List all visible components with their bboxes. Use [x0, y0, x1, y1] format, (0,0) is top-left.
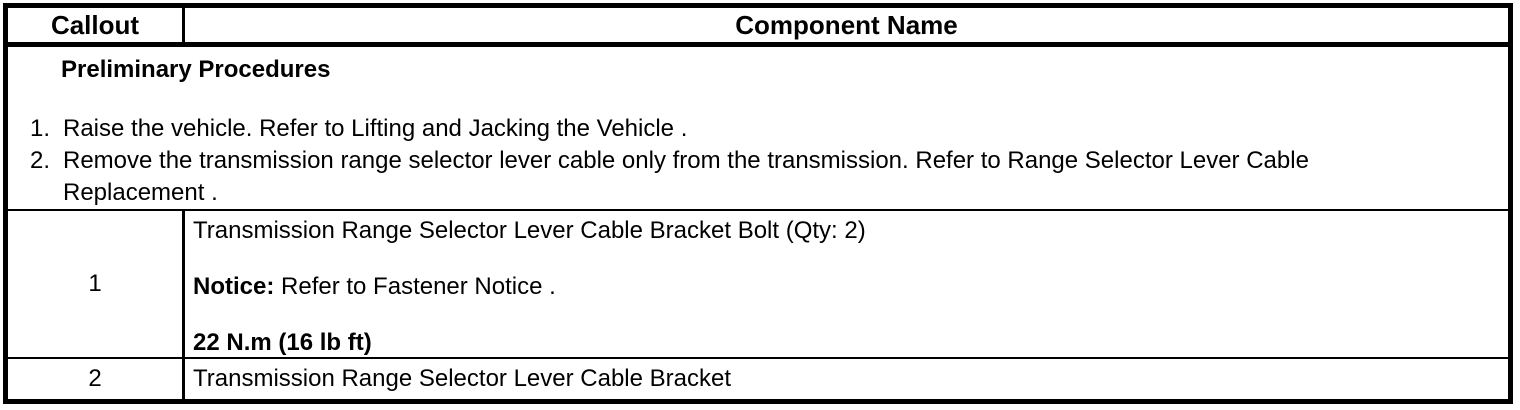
torque-spec: 22 N.m (16 lb ft): [193, 329, 372, 356]
notice-line: Notice: Refer to Fastener Notice .: [193, 273, 1498, 300]
step-item-1: 1. Raise the vehicle. Refer to Lifting a…: [30, 113, 1508, 145]
preliminary-procedures-heading: Preliminary Procedures: [61, 56, 331, 83]
component-name-text: Transmission Range Selector Lever Cable …: [193, 217, 866, 244]
notice-text: Refer to Fastener Notice .: [281, 273, 556, 300]
callout-number: 2: [88, 365, 102, 392]
step-number: 2.: [30, 147, 51, 174]
component-name-cell: Transmission Range Selector Lever Cable …: [185, 211, 1508, 357]
column-header-callout: Callout: [50, 9, 140, 40]
step-text: Remove the transmission range selector l…: [63, 147, 1309, 206]
header-cell-component-name: Component Name: [185, 8, 1508, 42]
component-name-cell: Transmission Range Selector Lever Cable …: [193, 365, 732, 392]
callout-cell: 1: [8, 211, 185, 357]
column-header-component-name: Component Name: [735, 9, 958, 40]
callout-number: 1: [88, 270, 102, 297]
header-cell-callout: Callout: [8, 8, 185, 42]
table-row-callout-2: 2 Transmission Range Selector Lever Cabl…: [8, 359, 1508, 399]
preliminary-steps-list: 1. Raise the vehicle. Refer to Lifting a…: [30, 113, 1508, 209]
table-header-row: Callout Component Name: [8, 8, 1508, 47]
step-text: Raise the vehicle. Refer to Lifting and …: [63, 115, 688, 142]
preliminary-procedures-section: Preliminary Procedures 1. Raise the vehi…: [8, 47, 1508, 211]
notice-label: Notice:: [193, 273, 275, 300]
step-number: 1.: [30, 115, 51, 142]
component-callout-table: Callout Component Name Preliminary Proce…: [3, 3, 1513, 404]
callout-cell: 2: [8, 359, 185, 399]
table-row-callout-1: 1 Transmission Range Selector Lever Cabl…: [8, 211, 1508, 359]
step-item-2: 2. Remove the transmission range selecto…: [30, 145, 1508, 209]
